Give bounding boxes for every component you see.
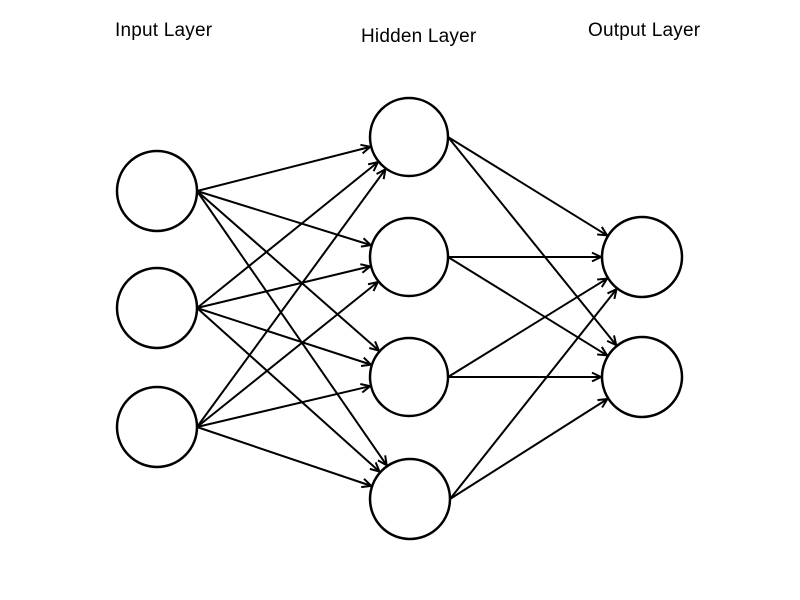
edge-input-1-to-hidden-1 (196, 143, 373, 192)
input-layer-label: Input Layer (115, 20, 213, 41)
input-node-1 (115, 149, 199, 233)
edge-input-2-to-hidden-2 (196, 263, 373, 309)
edge-input-2-to-hidden-1 (196, 160, 380, 309)
input-node-2 (115, 266, 199, 350)
edge-hidden-1-to-output-2 (447, 136, 618, 347)
edge-input-3-to-hidden-2 (196, 280, 380, 428)
edge-input-1-to-hidden-2 (196, 190, 373, 248)
hidden-layer-label: Hidden Layer (361, 26, 477, 47)
edge-hidden-2-to-output-2 (447, 256, 610, 357)
edge-hidden-4-to-output-1 (449, 287, 618, 500)
output-node-2 (600, 335, 684, 419)
hidden-node-4 (368, 457, 452, 541)
edge-input-2-to-hidden-4 (196, 307, 382, 474)
edge-input-3-to-hidden-4 (196, 426, 374, 489)
edge-input-2-to-hidden-3 (196, 307, 374, 368)
edge-hidden-4-to-output-2 (449, 397, 610, 500)
output-layer-label: Output Layer (588, 20, 701, 41)
output-node-1 (600, 215, 684, 299)
hidden-node-3 (368, 336, 450, 418)
edge-input-1-to-hidden-3 (196, 190, 381, 353)
edge-hidden-1-to-output-1 (447, 136, 610, 237)
hidden-node-1 (368, 96, 450, 178)
input-node-3 (115, 385, 199, 469)
edge-hidden-3-to-output-1 (447, 277, 610, 378)
edge-input-3-to-hidden-3 (196, 382, 373, 428)
edge-input-3-to-hidden-1 (196, 167, 387, 428)
hidden-node-2 (368, 216, 450, 298)
edge-input-1-to-hidden-4 (196, 190, 388, 468)
